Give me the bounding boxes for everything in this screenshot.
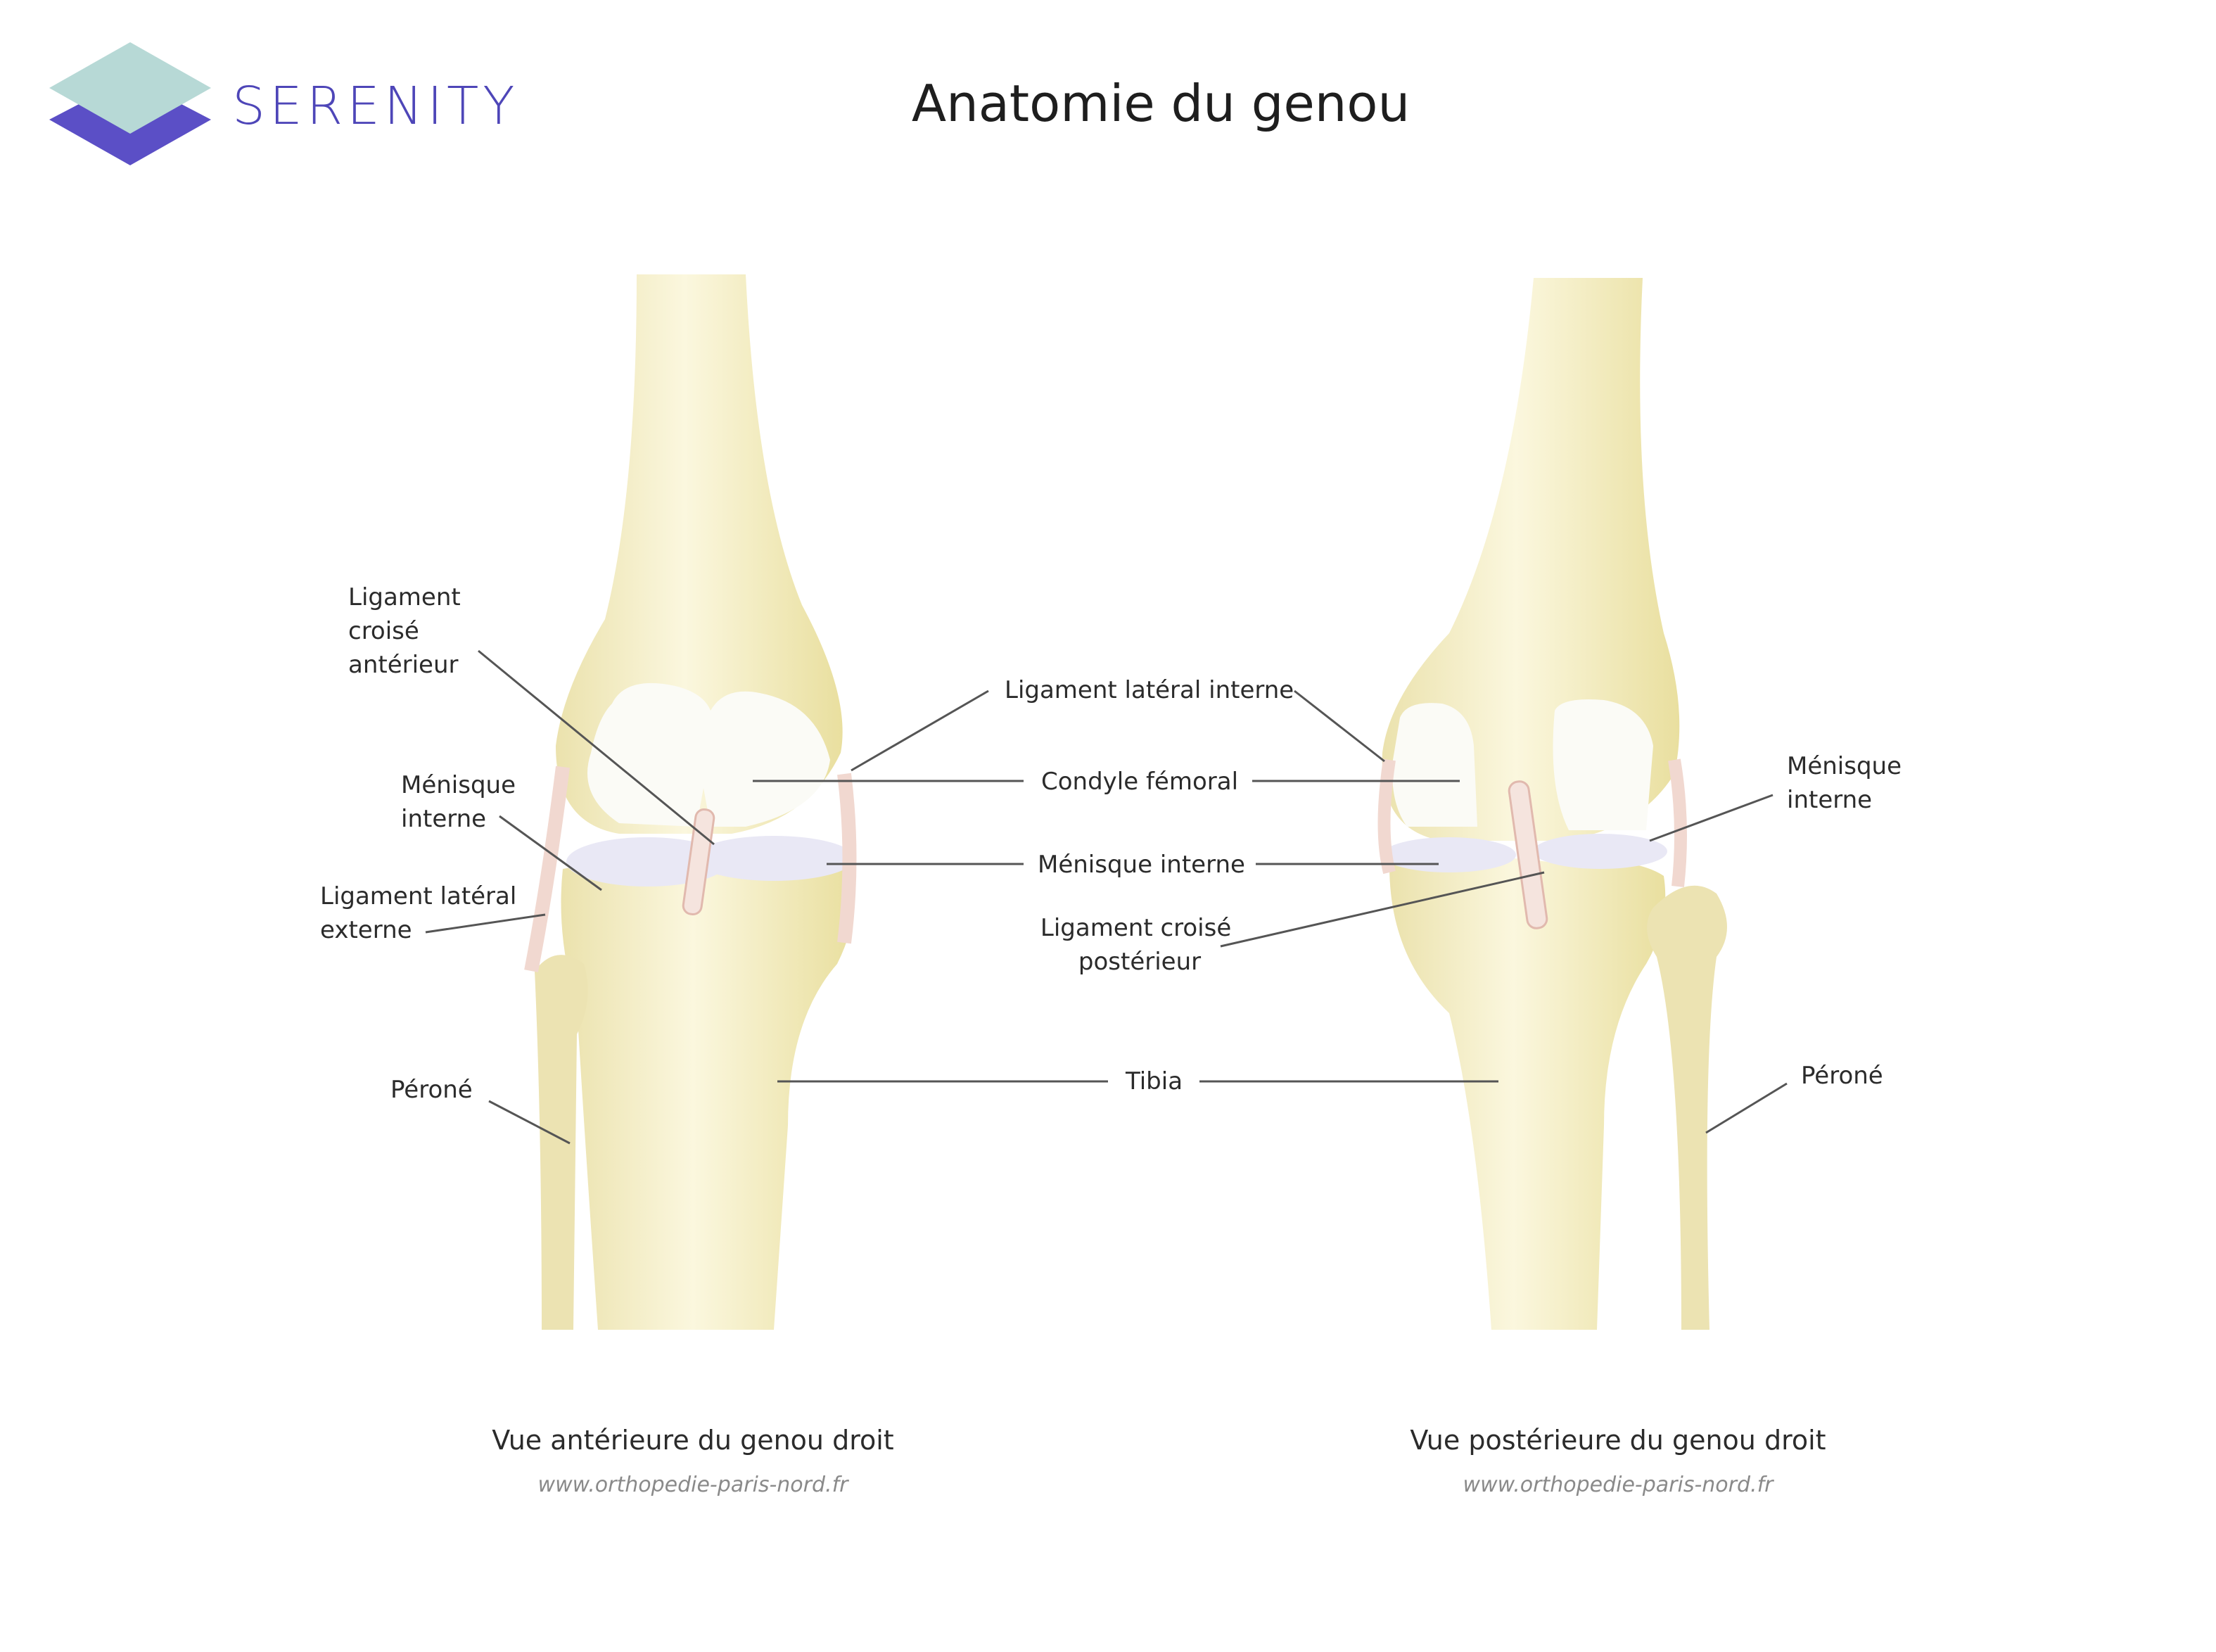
acl-left <box>682 808 715 916</box>
anatomy-labels: Ligament croisé antérieur Ménisque inter… <box>320 583 1909 1104</box>
leader-perone-right <box>1705 1082 1788 1134</box>
leader-lines <box>425 649 1788 1145</box>
source-right: www.orthopedie-paris-nord.fr <box>1463 1473 1775 1497</box>
label-lca-line-2: croisé <box>348 617 419 645</box>
meniscus-right-b <box>1534 834 1667 869</box>
lcl-left <box>524 765 570 972</box>
meniscus-left-b <box>693 836 855 881</box>
label-lle: Ligament latéral externe <box>320 882 524 944</box>
label-perone-left: Péroné <box>390 1076 473 1104</box>
leader-perone-left <box>488 1100 571 1145</box>
tibia-left <box>561 860 855 1330</box>
serenity-logo <box>49 42 211 165</box>
fibula-right <box>1647 885 1727 1330</box>
leader-lli-right <box>1294 690 1385 763</box>
condyle-cartilage-right-a <box>1392 703 1477 827</box>
label-lle-line-2: externe <box>320 916 412 944</box>
leader-lle <box>425 913 546 934</box>
caption-left: Vue antérieure du genou droit <box>492 1425 893 1456</box>
lcl-right <box>1668 758 1687 887</box>
pcl-right <box>1508 780 1548 929</box>
condyle-cartilage-right-b <box>1553 699 1653 830</box>
label-menisque-right-line-1: Ménisque <box>1787 752 1902 780</box>
posterior-knee-illustration <box>1377 278 1727 1330</box>
captions: Vue antérieure du genou droit www.orthop… <box>492 1425 1826 1497</box>
label-menisque-right-line-2: interne <box>1787 786 1872 814</box>
femur-right <box>1382 278 1680 841</box>
mcl-right <box>1377 758 1396 875</box>
fibula-left <box>535 955 588 1330</box>
label-menisque-left: Ménisque interne <box>401 771 523 833</box>
label-lcp: Ligament croisé postérieur <box>1040 914 1239 976</box>
leader-lli-left <box>851 690 989 772</box>
label-menisque-left-line-2: interne <box>401 805 486 833</box>
source-left: www.orthopedie-paris-nord.fr <box>538 1473 850 1497</box>
label-lca-line-3: antérieur <box>348 651 459 679</box>
label-menisque-left-line-1: Ménisque <box>401 771 516 799</box>
label-lca-line-1: Ligament <box>348 583 461 611</box>
logo-top-layer <box>49 42 211 134</box>
leader-menisque-left <box>499 815 602 891</box>
leader-lcp <box>1220 871 1545 948</box>
tibia-right <box>1389 857 1666 1330</box>
label-lli: Ligament latéral interne <box>1005 676 1294 704</box>
mcl-left <box>837 773 857 944</box>
label-lcp-line-1: Ligament croisé <box>1040 914 1231 942</box>
caption-right: Vue postérieure du genou droit <box>1410 1425 1826 1456</box>
leader-lca <box>478 649 715 846</box>
label-perone-right: Péroné <box>1801 1062 1883 1090</box>
anterior-knee-illustration <box>524 274 857 1330</box>
label-lle-line-1: Ligament latéral <box>320 882 516 910</box>
meniscus-right-a <box>1382 837 1516 872</box>
label-condyle: Condyle fémoral <box>1041 768 1238 796</box>
label-lca: Ligament croisé antérieur <box>348 583 469 679</box>
page-title: Anatomie du genou <box>911 74 1411 133</box>
label-lcp-line-2: postérieur <box>1078 948 1201 976</box>
leader-menisque-right <box>1649 794 1774 842</box>
label-menisque-right: Ménisque interne <box>1787 752 1909 814</box>
label-menisque-center: Ménisque interne <box>1038 851 1245 879</box>
brand-name: SERENITY <box>232 76 519 136</box>
label-tibia: Tibia <box>1125 1067 1183 1095</box>
